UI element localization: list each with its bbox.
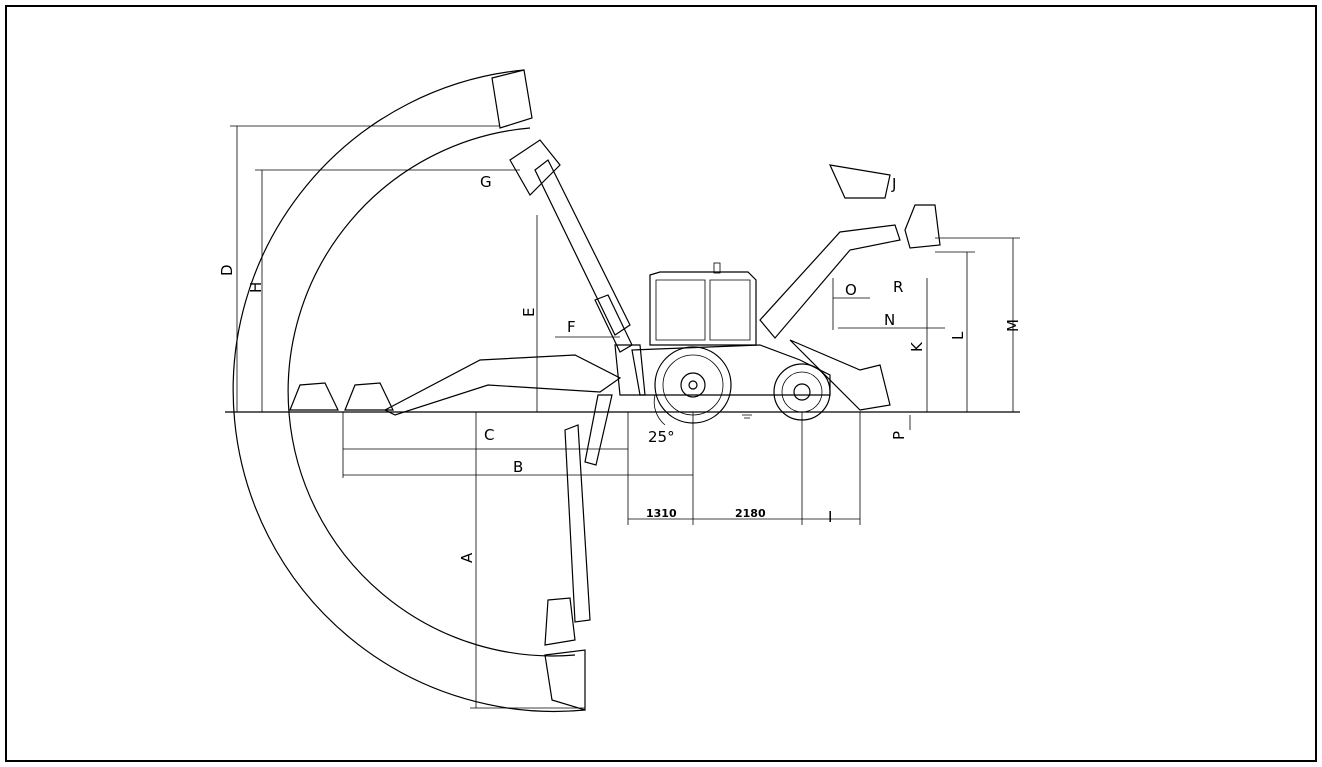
backhoe-bucket-near: [344, 382, 394, 411]
backhoe-boom-horizontal: [383, 354, 622, 416]
label-K: K: [908, 341, 926, 352]
backhoe-loader: [289, 69, 941, 711]
backhoe-bucket-high: [509, 139, 561, 196]
label-C: C: [484, 426, 494, 444]
label-F: F: [567, 318, 576, 336]
label-B: B: [513, 458, 523, 476]
label-N: N: [884, 311, 895, 329]
loader-bucket-raised: [904, 204, 941, 249]
front-wheel-hub: [793, 383, 811, 401]
cab: [649, 271, 757, 346]
label-E: E: [520, 308, 538, 317]
backhoe-boom-down-2: [564, 424, 591, 623]
loader-bucket-ground: [789, 339, 891, 411]
ground-marker: [742, 414, 752, 419]
label-P: P: [890, 431, 908, 440]
backhoe-cylinder: [594, 294, 633, 353]
cab-window-right: [709, 279, 751, 341]
label-A: A: [458, 552, 476, 563]
loader-arm: [759, 224, 901, 339]
label-D: D: [218, 264, 236, 276]
dim-label-1310: 1310: [646, 507, 677, 520]
rear-wheel-hub: [680, 372, 706, 398]
backhoe-bucket-far: [289, 382, 339, 411]
label-O: O: [845, 281, 857, 299]
label-L: L: [949, 331, 967, 340]
label-J: J: [891, 175, 896, 193]
backhoe-boom-down-1: [584, 394, 613, 466]
front-wheel-rim: [781, 371, 823, 413]
front-wheel: [773, 363, 831, 421]
angle-label: 25°: [648, 428, 675, 446]
backhoe-bucket-low: [544, 649, 586, 711]
cab-window-left: [655, 279, 706, 341]
backhoe-bucket-top: [491, 69, 533, 129]
stabilizer: [614, 344, 646, 396]
inner-reach-arc: [287, 127, 576, 657]
dim-label-2180: 2180: [735, 507, 766, 520]
label-I: I: [828, 508, 832, 526]
rear-wheel-axle: [688, 380, 698, 390]
outer-reach-arc: [232, 69, 586, 713]
angle-arc: [653, 394, 666, 426]
label-G: G: [480, 173, 492, 191]
label-M: M: [1004, 319, 1022, 332]
drawing-frame: [5, 5, 1317, 762]
loader-bucket-dump: [828, 164, 891, 199]
backhoe-boom-raised: [534, 159, 631, 336]
rear-wheel: [654, 346, 732, 424]
label-H: H: [247, 282, 265, 293]
backhoe-bucket-mid: [544, 597, 576, 646]
label-R: R: [893, 278, 903, 296]
beacon: [713, 262, 721, 274]
rear-wheel-rim: [662, 354, 724, 416]
